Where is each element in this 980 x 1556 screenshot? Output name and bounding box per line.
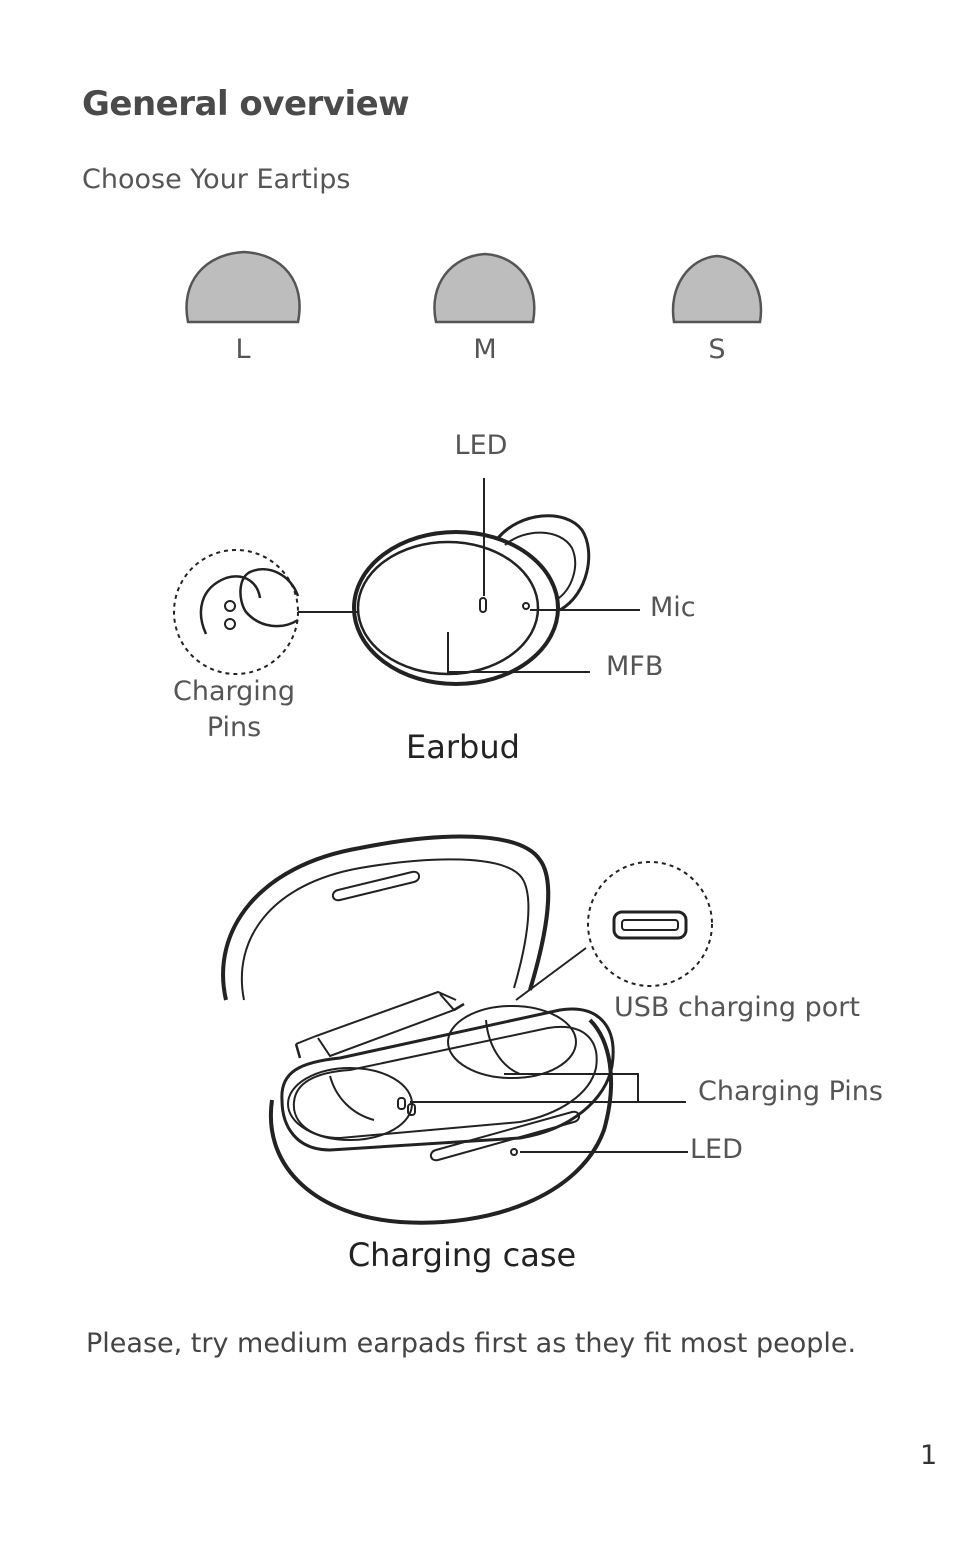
eartip-small-icon	[673, 256, 761, 322]
eartip-large-label: L	[235, 334, 250, 365]
earbud-caption: Earbud	[406, 728, 520, 766]
eartip-medium-label: M	[473, 334, 496, 365]
charging-case-icon	[223, 837, 688, 1223]
eartip-medium-icon	[434, 254, 534, 322]
eartips-subtitle: Choose Your Eartips	[82, 164, 350, 195]
eartip-small-label: S	[708, 334, 725, 365]
usb-port-label: USB charging port	[614, 992, 860, 1023]
earbud-icon	[298, 478, 640, 684]
earbud-charging-pins-label-line2: Pins	[207, 712, 261, 743]
earbud-mic-label: Mic	[650, 592, 696, 623]
page-title: General overview	[82, 84, 409, 124]
eartip-note: Please, try medium earpads first as they…	[86, 1328, 856, 1359]
case-led-label: LED	[690, 1134, 743, 1165]
eartip-large-icon	[187, 252, 300, 322]
earbud-led-label: LED	[455, 430, 508, 461]
usb-port-detail-icon	[588, 862, 712, 986]
earbud-mfb-label: MFB	[606, 651, 663, 682]
case-charging-pins-label: Charging Pins	[698, 1076, 883, 1107]
page-number: 1	[920, 1440, 937, 1471]
charging-case-caption: Charging case	[348, 1236, 576, 1274]
earbud-charging-pins-label-line1: Charging	[173, 676, 295, 707]
earbud-charging-pins-detail-icon	[174, 550, 298, 674]
